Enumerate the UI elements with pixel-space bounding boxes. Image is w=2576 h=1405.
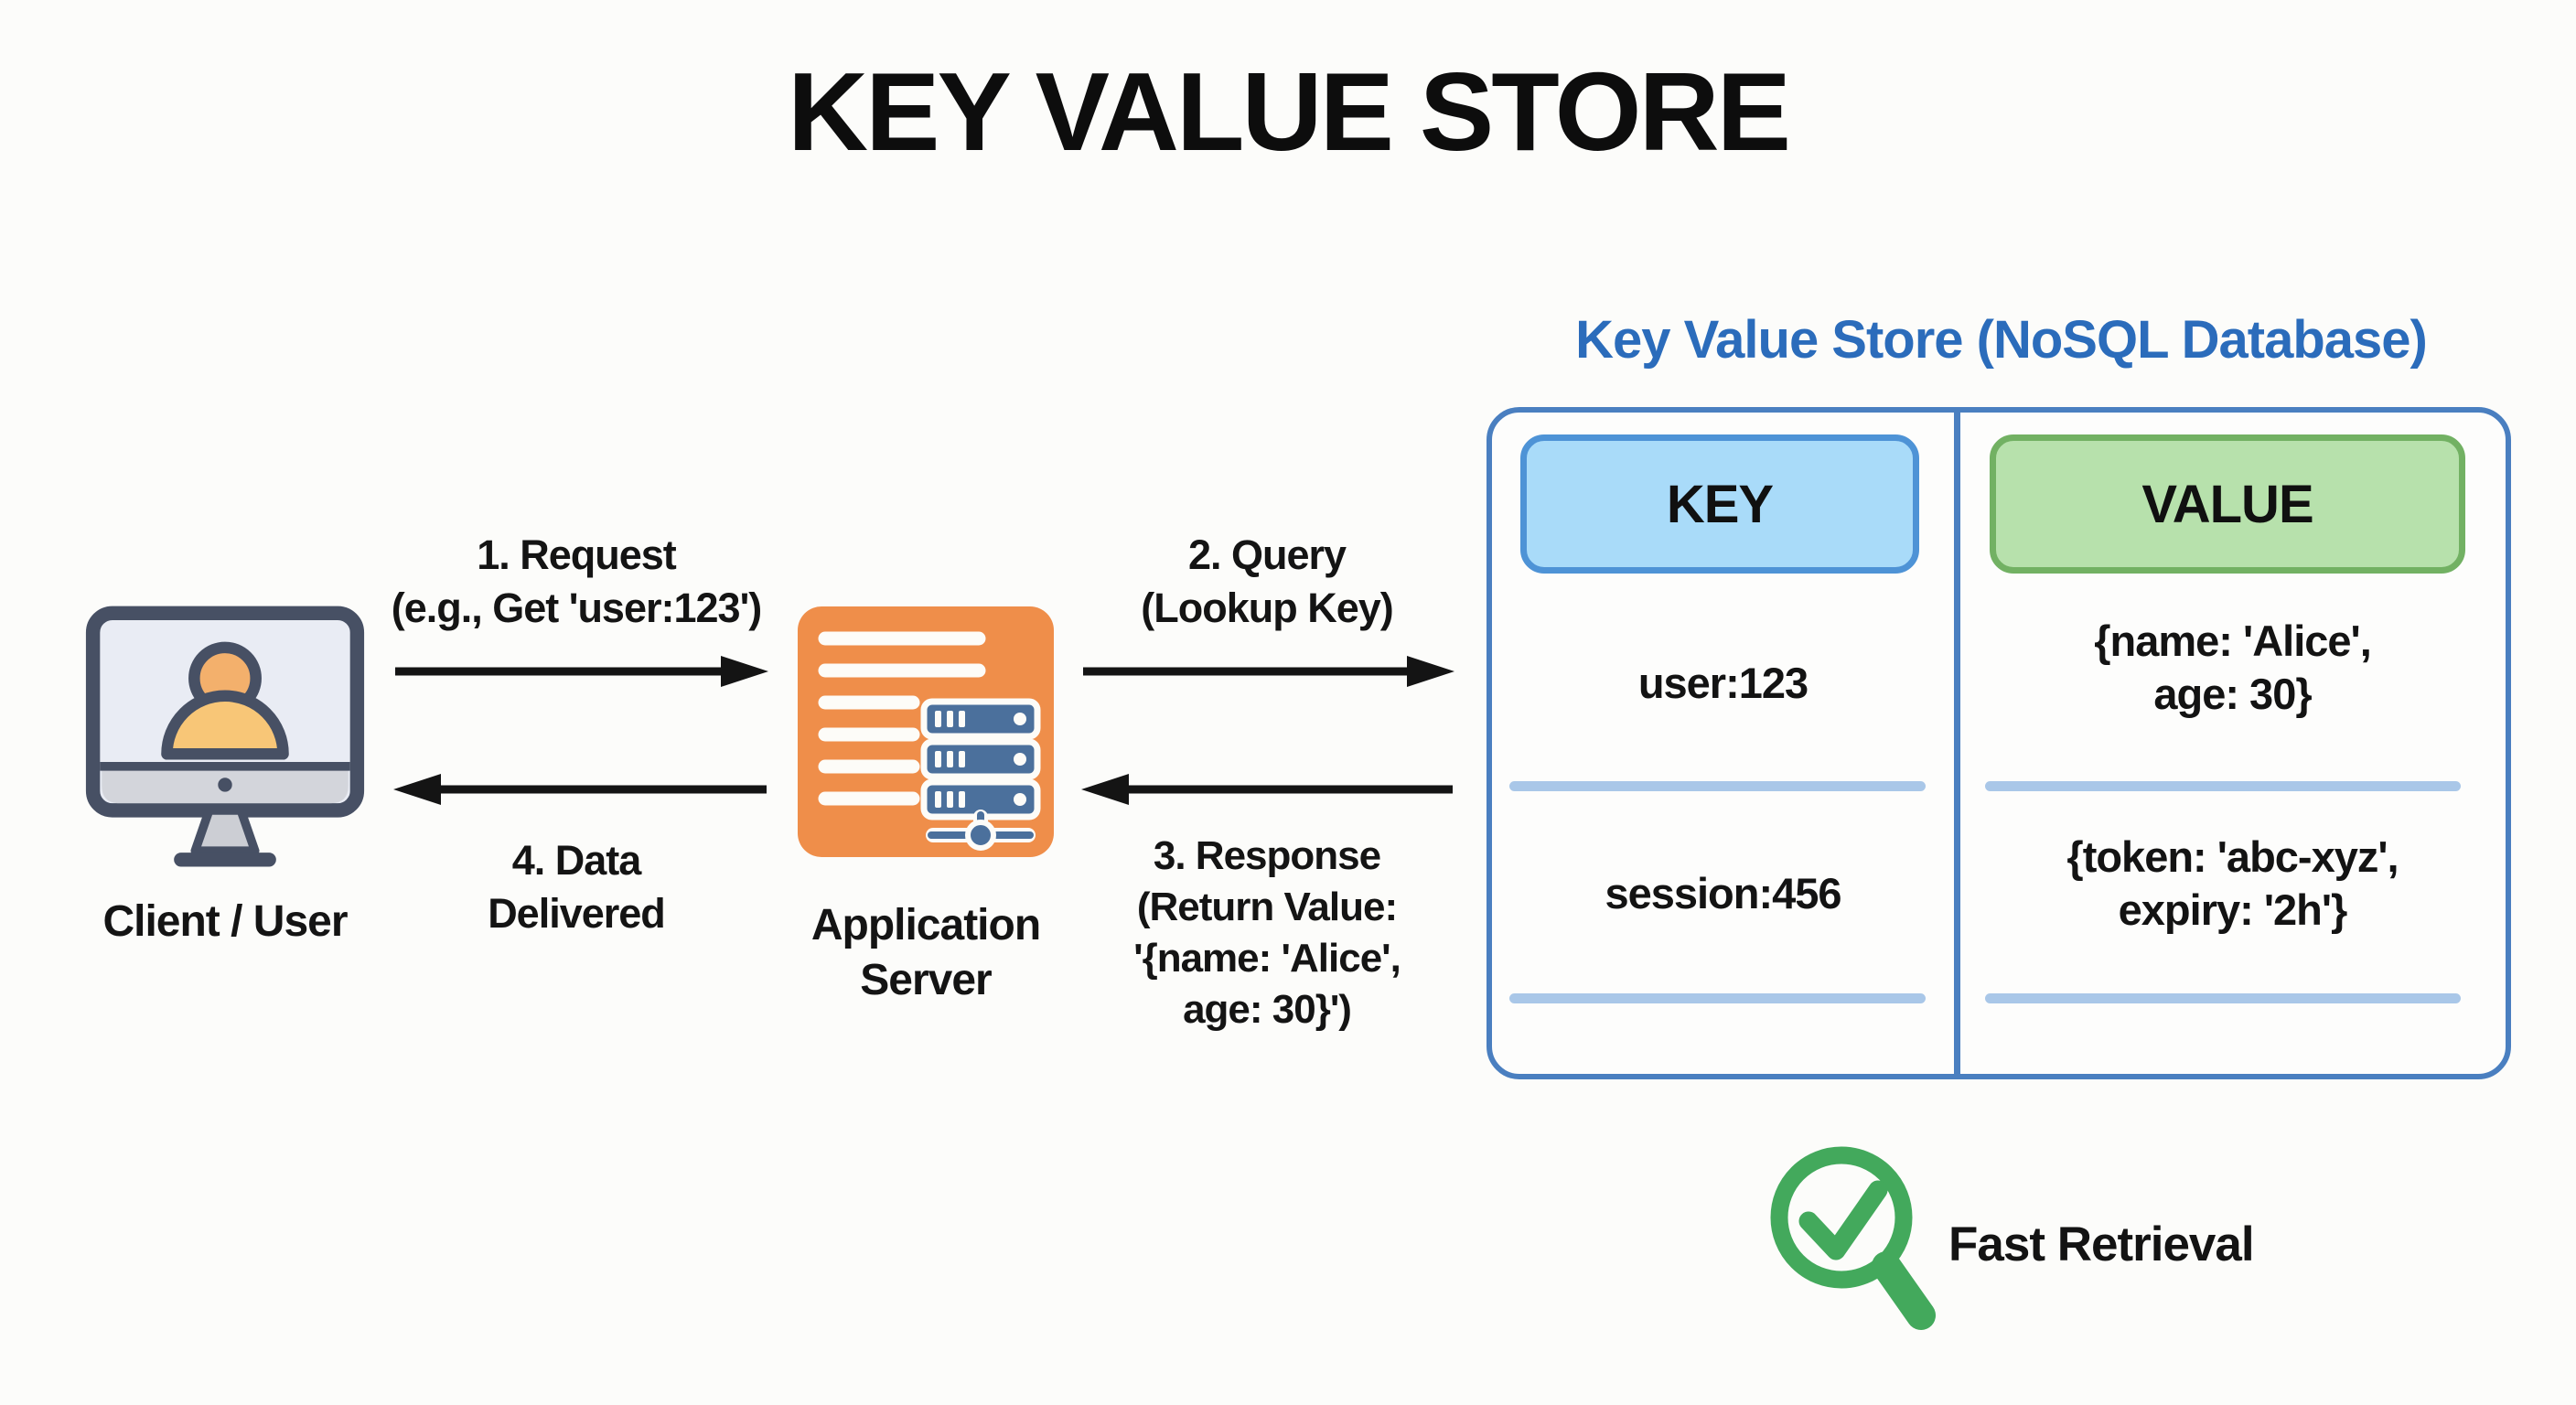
response-arrow-left-icon (1081, 772, 1454, 807)
request-label-line1: 1. Request (477, 531, 677, 578)
client-monitor-icon (84, 599, 366, 875)
store-heading: Key Value Store (NoSQL Database) (1575, 310, 2428, 370)
fast-retrieval-check-magnifier-icon (1761, 1139, 1944, 1373)
request-label: 1. Request (e.g., Get 'user:123') (366, 529, 787, 635)
key-header-label: KEY (1666, 474, 1774, 534)
application-server-label: Application Server (743, 898, 1109, 1008)
query-arrow-right-icon (1081, 654, 1454, 689)
response-label-line1: 3. Response (1153, 833, 1381, 878)
fast-retrieval-label: Fast Retrieval (1948, 1217, 2255, 1271)
store-column-divider (1954, 407, 1960, 1079)
query-label-line1: 2. Query (1187, 531, 1347, 578)
data-delivered-label-line1: 4. Data (511, 837, 642, 884)
key-column-header: KEY (1520, 434, 1919, 574)
row2-divider-value (1985, 993, 2461, 1003)
data-delivered-label-line2: Delivered (488, 890, 666, 937)
table-row2-value: {token: 'abc-xyz', expiry: '2h'} (1959, 831, 2506, 937)
data-delivered-label: 4. Data Delivered (393, 834, 759, 940)
delivered-arrow-left-icon (393, 772, 768, 807)
page-title: KEY VALUE STORE (788, 49, 1791, 174)
response-label-line2: (Return Value: (1136, 885, 1398, 929)
row2-divider-key (1509, 993, 1926, 1003)
response-label-line3: '{name: 'Alice', (1133, 936, 1401, 981)
client-label: Client / User (102, 897, 348, 946)
row1-divider-key (1509, 781, 1926, 791)
table-row1-value-line2: age: 30} (2153, 670, 2312, 718)
value-column-header: VALUE (1990, 434, 2465, 574)
query-label-line2: (Lookup Key) (1141, 585, 1394, 631)
application-server-label-line1: Application (810, 901, 1041, 949)
request-arrow-right-icon (393, 654, 768, 689)
table-row2-value-line1: {token: 'abc-xyz', (2066, 832, 2399, 881)
query-label: 2. Query (Lookup Key) (1084, 529, 1450, 635)
row1-divider-value (1985, 781, 2461, 791)
response-label-line4: age: 30}') (1183, 987, 1352, 1032)
response-label: 3. Response (Return Value: '{name: 'Alic… (1061, 831, 1473, 1035)
application-server-icon (798, 606, 1054, 859)
request-label-line2: (e.g., Get 'user:123') (391, 585, 763, 631)
value-header-label: VALUE (2141, 474, 2313, 534)
table-row1-value-line1: {name: 'Alice', (2094, 617, 2372, 665)
table-row2-key: session:456 (1605, 869, 1841, 917)
table-row2-value-line2: expiry: '2h'} (2118, 885, 2348, 934)
table-row1-key: user:123 (1637, 659, 1809, 707)
application-server-label-line2: Server (860, 956, 992, 1004)
table-row1-value: {name: 'Alice', age: 30} (1959, 615, 2506, 721)
